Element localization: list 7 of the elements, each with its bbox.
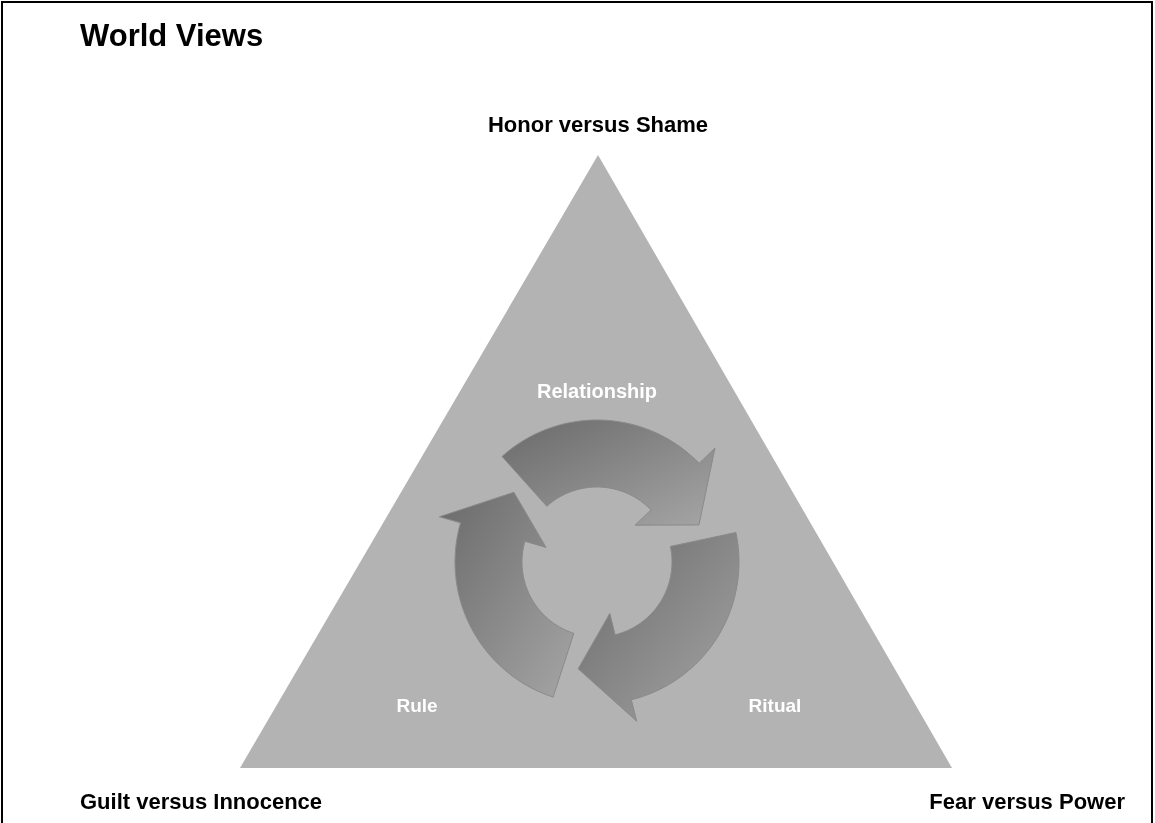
cycle-label: Ritual	[748, 695, 802, 717]
title: World Views	[80, 18, 264, 54]
vertex-label: Fear versus Power	[929, 789, 1125, 815]
cycle-label: Relationship	[537, 380, 657, 403]
vertex-label: Guilt versus Innocence	[80, 789, 323, 815]
vertex-label: Honor versus Shame	[487, 112, 709, 138]
cycle-label: Rule	[396, 695, 438, 717]
